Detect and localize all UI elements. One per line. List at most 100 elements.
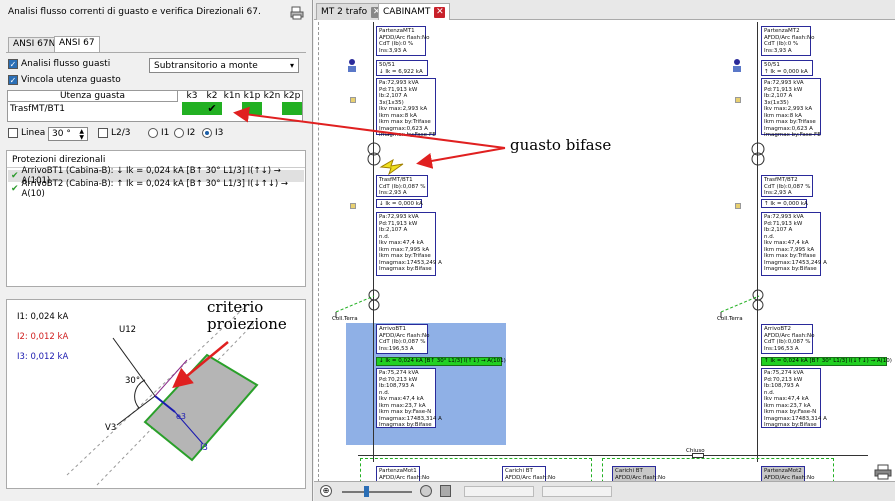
tab-cabinamt-label: CABINAMT — [383, 7, 431, 17]
radio-i3-button[interactable] — [202, 128, 212, 138]
grid-col-headers: k3 k2 k1n k1p k2n k2p — [182, 91, 302, 102]
feeder-line-left — [373, 22, 374, 462]
label-v3: V3 — [105, 423, 117, 433]
radio-i2-button[interactable] — [174, 128, 184, 138]
printer-icon[interactable] — [874, 464, 892, 480]
partenza-mot2-box[interactable]: PartenzaMot2 AFDD/Arc flash:No — [761, 466, 814, 482]
fault-grid: Utenza guasta k3 k2 k1n k1p k2n k2p Tras… — [7, 90, 303, 122]
zoom-slider-thumb[interactable] — [364, 486, 369, 497]
cable-data-left[interactable]: Pa:72,993 kVA Pd:71,913 kW Ib:2,107 A 3x… — [376, 78, 436, 138]
linea-row[interactable]: Linea — [8, 128, 45, 138]
grid-cell-k3[interactable] — [182, 102, 202, 115]
tab-ansi-67[interactable]: ANSI 67 — [54, 36, 100, 52]
print-icon[interactable] — [290, 6, 304, 20]
grid-col: k2 — [206, 91, 218, 101]
radio-i3[interactable]: I3 — [202, 128, 223, 138]
angle-spinner[interactable]: 30 ° ▲▼ — [48, 127, 88, 141]
radio-i1[interactable]: I1 — [148, 128, 169, 138]
tab-cabinamt[interactable]: CABINAMT ✕ — [378, 3, 451, 20]
arrivo-bt2-box[interactable]: ArrivoBT2 AFDD/Arc flash:No CdT (Ib):0,0… — [761, 324, 814, 354]
arrivo-bt2-green-bar[interactable]: ↑ Ik = 0,024 kA [B↑ 30° L1/3] I(↓↑↓) → A… — [761, 357, 892, 366]
check-icon: ✔ — [11, 184, 19, 194]
radio-i2[interactable]: I2 — [174, 128, 195, 138]
zoom-fit-icon[interactable]: ⊕ — [320, 485, 332, 497]
grid-col: k2p — [283, 91, 301, 101]
cable-data3-right[interactable]: Pa:75,274 kVA Pd:70,213 kW Ib:108,793 A … — [761, 368, 827, 428]
left-rail — [318, 22, 319, 482]
analisi-flusso-row[interactable]: ✓ Analisi flusso guasti — [8, 59, 110, 69]
label-i3: I3 — [200, 443, 208, 453]
arrivo-bt1-green-bar[interactable]: ↓ Ik = 0,024 kA [B↑ 30° L1/3] I(↑↓) → A(… — [376, 357, 506, 366]
ik-box-right[interactable]: ↑ Ik = 0,000 kA — [761, 199, 808, 208]
feeder-line-right — [757, 22, 758, 462]
spinner-arrows-icon[interactable]: ▲▼ — [79, 128, 84, 141]
vincola-row[interactable]: ✓ Vincola utenza guasto — [8, 75, 121, 85]
ground-line-left — [335, 295, 375, 318]
status-field — [542, 486, 612, 497]
trafo-bt1-box[interactable]: TrasfMT/BT1 CdT (Ib):0,087 % Ins:2,93 A — [376, 175, 428, 197]
grid-cell-k1p[interactable] — [242, 102, 262, 115]
cable-data-right[interactable]: Pa:72,993 kVA Pd:71,913 kW Ib:2,107 A 3x… — [761, 78, 821, 138]
close-icon[interactable]: ✕ — [434, 6, 446, 18]
layers-icon[interactable] — [440, 485, 451, 497]
relay-left-icon[interactable] — [347, 58, 359, 74]
current-i3: I3: 0,012 kA — [17, 352, 69, 362]
relay-50-51-right[interactable]: 50/51 ↑ Ik = 0,000 kA — [761, 60, 813, 76]
zoom-slider[interactable] — [342, 491, 412, 493]
coupler-label: Chiuso — [686, 448, 705, 454]
radio-i3-label: I3 — [215, 128, 224, 138]
l23-checkbox[interactable] — [98, 128, 108, 138]
source-select[interactable]: Subtransitorio a monte ▾ — [149, 58, 299, 73]
ground-label-left: Coll.Terra — [332, 316, 358, 322]
current-i2: I2: 0,012 kA — [17, 332, 69, 342]
protection-item-text: ArrivoBT1 (Cabina-B): ↓ Ik = 0,024 kA [B… — [21, 166, 281, 186]
marker-icon — [735, 203, 741, 209]
ground-label-right: Coll.Terra — [717, 316, 743, 322]
annotation-criterio-proiezione: criterio proiezione — [207, 298, 287, 333]
busbar — [358, 455, 868, 456]
analisi-flusso-checkbox[interactable]: ✓ — [8, 59, 18, 69]
grid-row-label: TrasfMT/BT1 — [10, 104, 65, 114]
tab-ansi-67n[interactable]: ANSI 67N — [8, 37, 61, 52]
list-item[interactable]: ✔ ArrivoBT2 (Cabina-B): ↑ Ik = 0,024 kA … — [8, 179, 304, 199]
trafo-bt2-box[interactable]: TrasfMT/BT2 CdT (Ib):0,087 % Ins:2,93 A — [761, 175, 813, 197]
phasor-diagram: I1: 0,024 kA I2: 0,012 kA I3: 0,012 kA U… — [6, 299, 306, 489]
zoom-reset-icon[interactable] — [420, 485, 432, 497]
breaker-left-icon[interactable] — [364, 286, 384, 316]
carichi-bt-right-box[interactable]: Carichi BT AFDD/Arc flash:No — [612, 466, 665, 482]
coupler-switch-icon[interactable] — [692, 453, 704, 458]
fault-analysis-panel: Analisi flusso correnti di guasto e veri… — [0, 0, 313, 501]
grid-col: k1p — [243, 91, 261, 101]
partenza-mot1-box[interactable]: PartenzaMot1 AFDD/Arc flash:No — [376, 466, 429, 482]
breaker-right-icon[interactable] — [748, 286, 768, 316]
close-icon[interactable]: ✕ — [371, 6, 383, 18]
arrivo-bt1-box[interactable]: ArrivoBT1 AFDD/Arc flash:No CdT (Ib):0,0… — [376, 324, 429, 354]
transformer-right-icon[interactable] — [748, 140, 768, 170]
tab-mt-2-trafo[interactable]: MT 2 trafo ✕ — [316, 3, 388, 20]
l23-row[interactable]: L2/3 — [98, 128, 131, 138]
cable-data3-left[interactable]: Pa:75,274 kVA Pd:70,213 kW Ib:108,793 A … — [376, 368, 442, 428]
grid-col: k2n — [263, 91, 281, 101]
radio-i1-button[interactable] — [148, 128, 158, 138]
source-select-value: Subtransitorio a monte — [154, 60, 258, 71]
vincola-checkbox[interactable]: ✓ — [8, 75, 18, 85]
relay-50-51-left[interactable]: 50/51 ↓ Ik = 6,922 kA — [376, 60, 428, 76]
fault-lightning-icon — [379, 158, 404, 176]
cable-data2-right[interactable]: Pa:72,993 kVA Pd:71,913 kW Ib:2,107 A n.… — [761, 212, 827, 276]
ik-box-left[interactable]: ↓ Ik = 0,000 kA — [376, 199, 423, 208]
partenza-mt1-box[interactable]: PartenzaMT1 AFDD/Arc flash:No CdT (Ib):0… — [376, 26, 429, 56]
relay-right-icon[interactable] — [732, 58, 744, 74]
partenza-mt2-box[interactable]: PartenzaMT2 AFDD/Arc flash:No CdT (Ib):0… — [761, 26, 814, 56]
carichi-bt-left-box[interactable]: Carichi BT AFDD/Arc flash:No — [502, 466, 555, 482]
grid-cell-k2-check-icon[interactable]: ✔ — [202, 102, 222, 115]
tab-mt-2-trafo-label: MT 2 trafo — [321, 7, 368, 17]
l23-label: L2/3 — [111, 128, 131, 138]
linea-checkbox[interactable] — [8, 128, 18, 138]
annotation-guasto-bifase: guasto bifase — [510, 136, 612, 154]
analisi-flusso-label: Analisi flusso guasti — [21, 59, 111, 69]
list-item[interactable]: ✔ ArrivoBT1 (Cabina-B): ↓ Ik = 0,024 kA … — [8, 166, 304, 186]
check-icon: ✔ — [11, 171, 19, 181]
grid-cell-k2p[interactable] — [282, 102, 302, 115]
cable-data2-left[interactable]: Pa:72,993 kVA Pd:71,913 kW Ib:2,107 A n.… — [376, 212, 442, 276]
radio-i2-label: I2 — [187, 128, 196, 138]
